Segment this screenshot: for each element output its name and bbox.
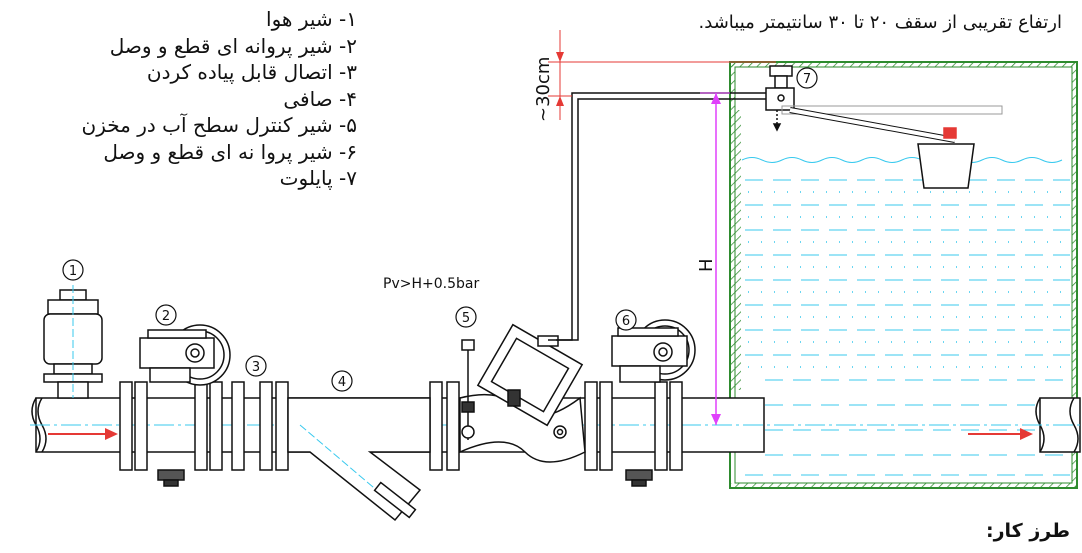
legend-item-2: ۲- شیر پروانه ای قطع و وصل — [109, 33, 357, 58]
dimension-label-30cm: ~30cm — [533, 57, 554, 122]
svg-text:2: 2 — [162, 309, 170, 324]
svg-text:5: 5 — [462, 311, 470, 326]
height-note: ارتفاع تقریبی از سقف ۲۰ تا ۳۰ سانتیمتر م… — [698, 12, 1062, 33]
legend-item-4: ۴- صافی — [283, 86, 357, 111]
svg-text:6: 6 — [622, 314, 630, 329]
level-control-valve — [459, 323, 586, 463]
svg-text:4: 4 — [338, 375, 346, 390]
height-label: H — [696, 258, 717, 272]
marker-5: 5 — [455, 306, 477, 328]
legend-item-3: ۳- اتصال قابل پیاده کردن — [146, 60, 357, 84]
pilot-float — [765, 65, 1003, 189]
svg-text:3: 3 — [252, 360, 260, 375]
air-valve — [43, 285, 103, 399]
operation-heading: طرز کار: — [986, 520, 1070, 542]
butterfly-valve-right — [611, 319, 696, 487]
water-body — [741, 157, 1070, 476]
svg-text:1: 1 — [69, 264, 77, 279]
marker-3: 3 — [245, 355, 267, 377]
pressure-label: Pv>H+0.5bar — [383, 276, 479, 292]
marker-7: 7 — [796, 67, 818, 89]
legend-item-6: ۶- شیر پروا نه ای قطع و وصل — [103, 139, 357, 164]
pipe-flanges — [119, 381, 683, 471]
y-strainer — [287, 397, 431, 522]
dimension-30cm — [548, 30, 776, 120]
legend-item-5: ۵- شیر کنترل سطح آب در مخزن — [81, 113, 357, 137]
legend-item-7: ۷- پایلوت — [279, 166, 357, 190]
marker-1: 1 — [62, 259, 84, 281]
marker-2: 2 — [155, 304, 177, 326]
pilot-tube — [548, 92, 770, 341]
dimension-height — [700, 92, 730, 425]
water-tank — [729, 61, 1078, 489]
marker-6: 6 — [615, 309, 637, 331]
butterfly-valve-left — [139, 324, 231, 487]
component-legend: ۱- شیر هوا ۲- شیر پروانه ای قطع و وصل ۳-… — [82, 6, 357, 192]
legend-item-1: ۱- شیر هوا — [266, 7, 357, 31]
svg-text:7: 7 — [803, 72, 811, 87]
marker-4: 4 — [331, 370, 353, 392]
